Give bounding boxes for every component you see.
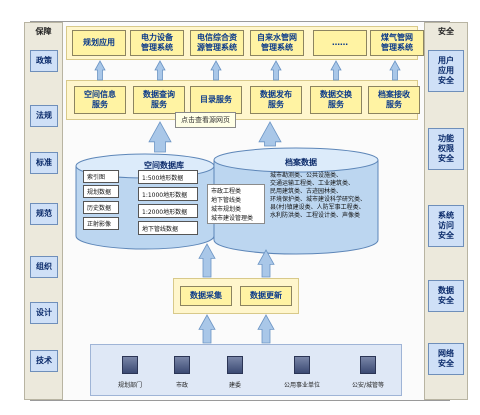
data-collection-box[interactable]: 数据采集 xyxy=(180,286,232,306)
service-to-app-arrow xyxy=(154,60,166,81)
building-icon xyxy=(227,356,243,374)
service-box-0[interactable]: 空间信息 服务 xyxy=(74,86,126,114)
spatial-left-item-2[interactable]: 历史数据 xyxy=(83,201,119,214)
archive-category-text: 城市勘测类、公共设施类、 交通运输工程类、工业建筑类、 民用建筑类、古迹园林类、… xyxy=(270,172,367,219)
service-to-app-arrow xyxy=(270,60,282,81)
guarantee-item-1[interactable]: 法规 xyxy=(30,105,58,127)
archive-db-cylinder xyxy=(213,159,379,255)
spatial-right-item-1[interactable]: 1:1000地形数据 xyxy=(138,187,198,201)
unit-label-0: 规划部门 xyxy=(117,382,142,389)
processing-to-db-arrow xyxy=(198,243,216,278)
spatial-right-item-3[interactable]: 地下管线数据 xyxy=(138,221,198,235)
guarantee-title: 保障 xyxy=(35,27,52,36)
spatial-right-item-0[interactable]: 1:500地形数据 xyxy=(138,170,198,184)
unit-label-3: 公用事业单位 xyxy=(283,382,320,389)
db-to-service-arrow xyxy=(148,121,172,153)
spatial-right-item-2[interactable]: 1:2000地形数据 xyxy=(138,204,198,218)
guarantee-item-6[interactable]: 技术 xyxy=(30,350,58,372)
service-box-2[interactable]: 目录服务 xyxy=(190,86,242,114)
building-icon xyxy=(360,356,376,374)
application-box-1[interactable]: 电力设备 管理系统 xyxy=(130,30,184,56)
service-to-app-arrow xyxy=(210,60,222,81)
guarantee-item-0[interactable]: 政策 xyxy=(30,50,58,72)
archive-db-title: 档案数据 xyxy=(285,158,317,167)
application-box-3[interactable]: 自来水管网 管理系统 xyxy=(250,30,304,56)
archive-db-top xyxy=(213,147,379,173)
spatial-left-item-0[interactable]: 索引图 xyxy=(83,170,119,183)
security-item-0[interactable]: 用户 应用 安全 xyxy=(428,50,464,92)
unit-to-processing-arrow xyxy=(257,314,275,344)
application-box-5[interactable]: 煤气管网 管理系统 xyxy=(370,30,424,56)
spatial-left-item-3[interactable]: 正射影像 xyxy=(83,217,119,230)
security-title: 安全 xyxy=(438,27,454,36)
service-to-app-arrow xyxy=(389,60,401,81)
data-update-box[interactable]: 数据更新 xyxy=(240,286,292,306)
application-box-2[interactable]: 电信综合资 源管理系统 xyxy=(190,30,244,56)
processing-to-db-arrow xyxy=(257,249,275,278)
service-box-3[interactable]: 数据发布 服务 xyxy=(250,86,302,114)
unit-layer xyxy=(90,344,402,396)
archive-inner-box: 市政工程类 地下管线类 城市规划类 城市建设管理类 xyxy=(207,184,265,224)
guarantee-item-2[interactable]: 标准 xyxy=(30,152,58,174)
db-to-service-arrow xyxy=(258,121,282,147)
guarantee-item-4[interactable]: 组织 xyxy=(30,256,58,278)
building-icon xyxy=(174,356,190,374)
service-to-app-arrow xyxy=(330,60,342,81)
service-box-4[interactable]: 数据交换 服务 xyxy=(310,86,362,114)
service-to-app-arrow xyxy=(94,60,106,81)
building-icon xyxy=(294,356,310,374)
unit-label-2: 建委 xyxy=(228,382,241,389)
unit-to-processing-arrow xyxy=(198,314,216,344)
application-box-0[interactable]: 规划应用 xyxy=(72,30,126,56)
unit-label-1: 市政 xyxy=(175,382,188,389)
security-item-3[interactable]: 数据 安全 xyxy=(428,280,464,312)
guarantee-item-5[interactable]: 设计 xyxy=(30,302,58,324)
application-box-4[interactable]: …… xyxy=(313,30,367,56)
tooltip: 点击查看源网页 xyxy=(175,112,236,128)
security-item-4[interactable]: 网络 安全 xyxy=(428,343,464,375)
spatial-db-title: 空间数据库 xyxy=(144,161,184,170)
building-icon xyxy=(122,356,138,374)
security-item-1[interactable]: 功能 权限 安全 xyxy=(428,128,464,170)
service-box-1[interactable]: 数据查询 服务 xyxy=(133,86,185,114)
service-box-5[interactable]: 档案接收 服务 xyxy=(368,86,420,114)
security-item-2[interactable]: 系统 访问 安全 xyxy=(428,205,464,247)
unit-label-4: 公安/城管等 xyxy=(351,382,385,389)
spatial-left-item-1[interactable]: 规划数据 xyxy=(83,185,119,198)
guarantee-item-3[interactable]: 规范 xyxy=(30,203,58,225)
